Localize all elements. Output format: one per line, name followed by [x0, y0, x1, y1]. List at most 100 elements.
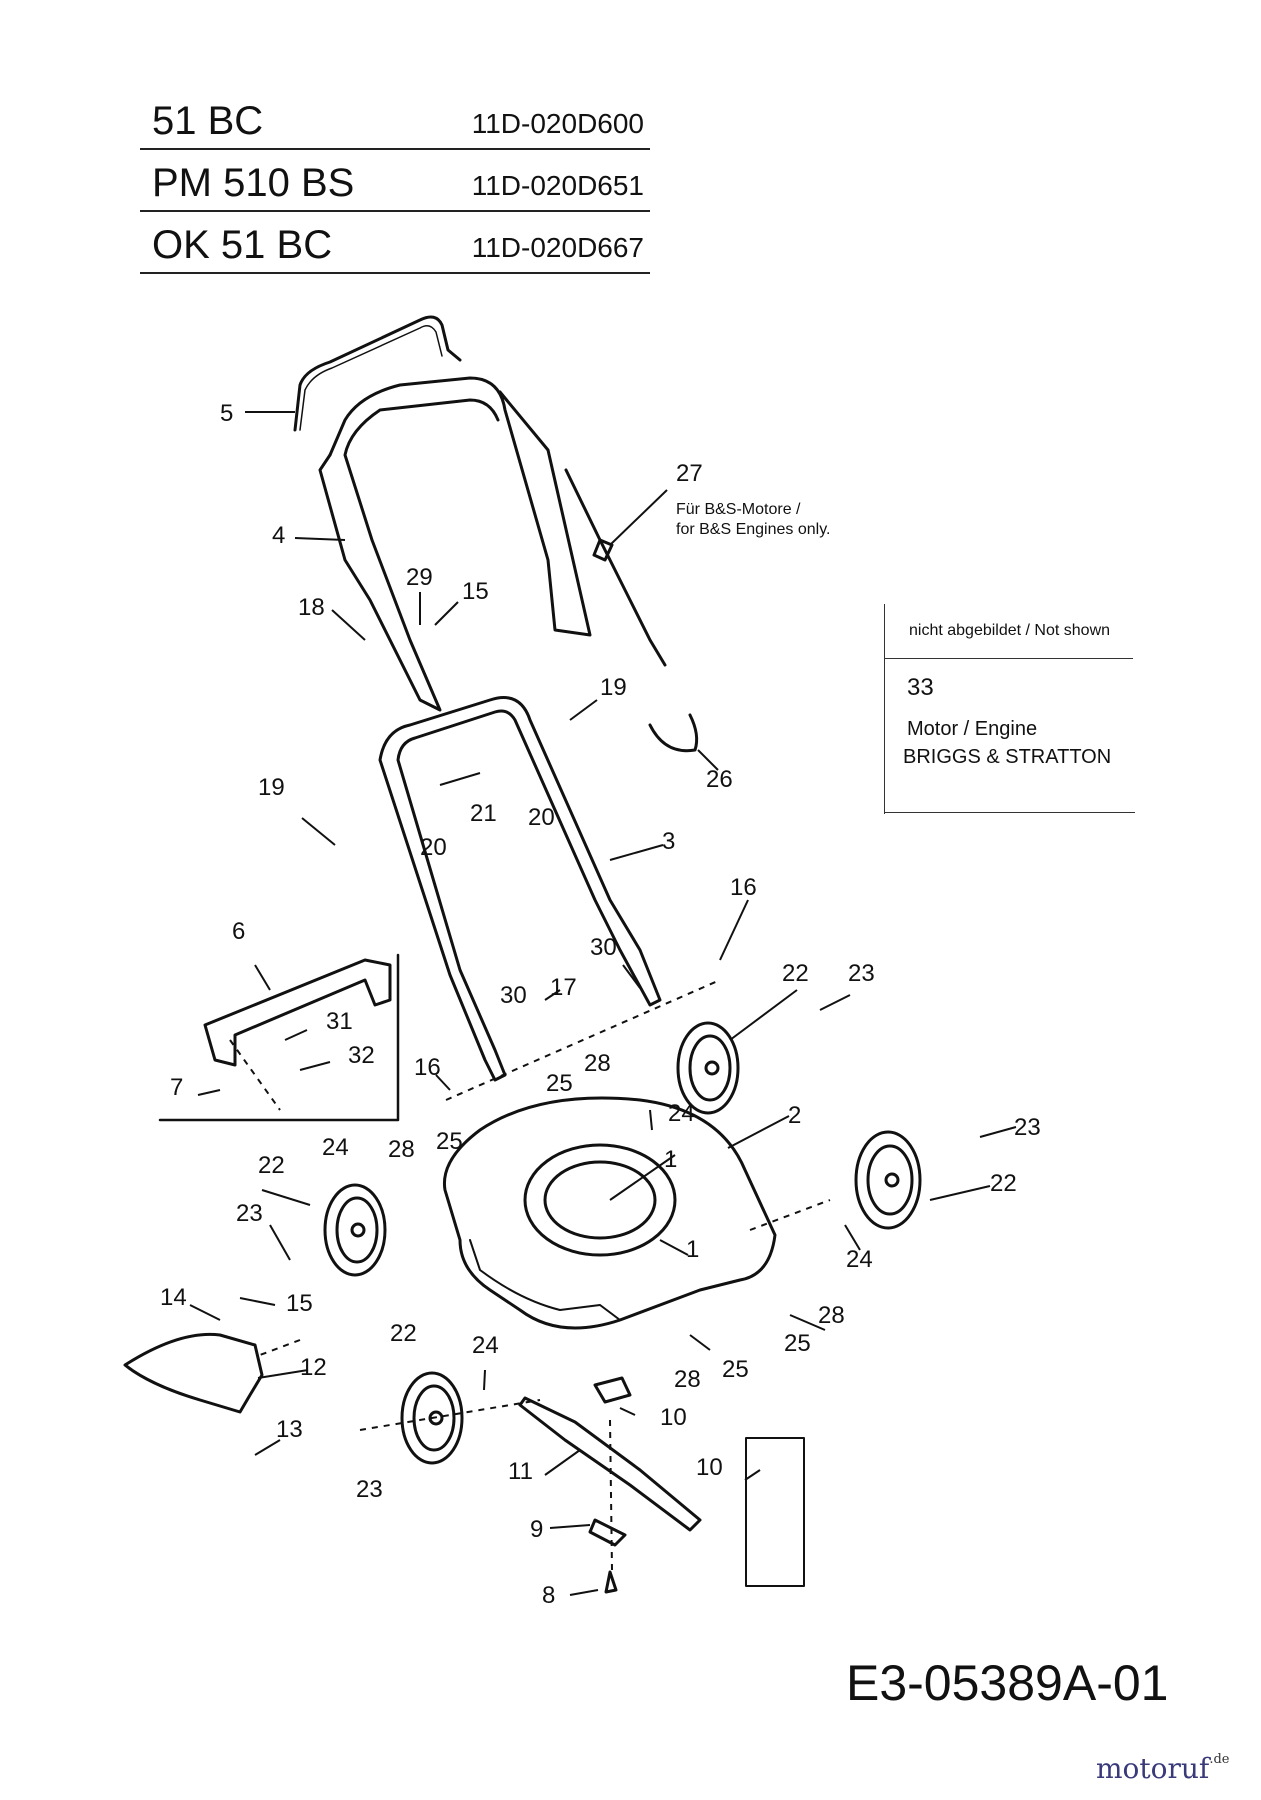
- leader-line: [929, 1185, 991, 1201]
- blade-washer: [588, 1518, 627, 1547]
- callout: 1: [686, 1236, 700, 1263]
- callout: 30: [500, 982, 527, 1009]
- not-shown-brand: BRIGGS & STRATTON: [903, 746, 1112, 768]
- callout: 23: [356, 1476, 383, 1503]
- callout: 25: [546, 1070, 573, 1097]
- wheel: [854, 1130, 922, 1230]
- leader-line: [269, 1224, 291, 1261]
- callout: 3: [662, 828, 676, 855]
- callout: 23: [236, 1200, 263, 1227]
- callout: 28: [818, 1302, 845, 1329]
- leader-line: [301, 817, 336, 846]
- model-row: PM 510 BS 11D-020D651: [140, 150, 650, 212]
- model-code: 11D-020D600: [471, 108, 644, 139]
- not-shown-header: nicht abgebildet / Not shown: [909, 622, 1111, 639]
- throttle-cable: [564, 468, 667, 667]
- deck-dome: [523, 1143, 677, 1257]
- callout: 17: [550, 974, 577, 1001]
- divider: [885, 658, 1133, 659]
- leader-line: [254, 964, 271, 991]
- leader-line: [719, 899, 749, 961]
- control-bar: [299, 325, 443, 431]
- callout: 21: [470, 800, 497, 827]
- callout: 26: [706, 766, 733, 793]
- leader-line: [284, 1029, 308, 1041]
- assembly-line: [359, 1399, 541, 1431]
- model-row: OK 51 BC 11D-020D667: [140, 212, 650, 274]
- leader-line: [434, 601, 459, 626]
- callout: 20: [528, 804, 555, 831]
- model-table: 51 BC 11D-020D600 PM 510 BS 11D-020D651 …: [140, 88, 650, 274]
- blade-bolt: [604, 1570, 618, 1594]
- leader-line: [609, 1154, 676, 1201]
- leader-line: [261, 1189, 311, 1206]
- blade-adapter: [593, 1376, 632, 1404]
- leader-line: [549, 1524, 591, 1529]
- callout: 23: [1014, 1114, 1041, 1141]
- assembly-line: [749, 1199, 831, 1231]
- leader-line: [609, 844, 664, 861]
- leader-line: [483, 1369, 486, 1391]
- leader-line: [979, 1126, 1017, 1138]
- callout: 19: [258, 774, 285, 801]
- callout: 27: [676, 460, 703, 487]
- callout: 14: [160, 1284, 187, 1311]
- leader-line: [727, 1115, 790, 1149]
- leader-line: [239, 1297, 276, 1306]
- bracket-frame: [158, 953, 400, 1122]
- rear-flap-bracket: [203, 958, 392, 1067]
- model-name: PM 510 BS: [152, 161, 355, 205]
- callout: 31: [326, 1008, 353, 1035]
- assembly-line: [229, 1039, 281, 1111]
- callout: 11: [508, 1458, 533, 1485]
- callout: 7: [170, 1074, 184, 1101]
- mower-deck: [442, 1096, 777, 1330]
- logo-text: motoruf: [1096, 1752, 1210, 1785]
- throttle-cable: [592, 538, 614, 562]
- leader-line: [789, 1314, 826, 1331]
- rear-flap: [123, 1332, 264, 1414]
- leader-line: [569, 1589, 599, 1596]
- deck-dome-inner: [543, 1160, 657, 1240]
- upper-handle: [318, 398, 500, 712]
- callout: 12: [300, 1354, 327, 1381]
- model-code: 11D-020D667: [471, 232, 644, 263]
- callout: 13: [276, 1416, 303, 1443]
- leader-line: [439, 772, 481, 786]
- callout: 25: [436, 1128, 463, 1155]
- model-name: OK 51 BC: [152, 223, 333, 267]
- leader-line: [609, 489, 668, 546]
- deck-skirt: [469, 1239, 621, 1321]
- lower-handle: [378, 696, 662, 1082]
- upper-handle: [328, 376, 592, 637]
- assembly-line: [259, 1339, 301, 1356]
- not-shown-engine-label: Motor / Engine: [907, 718, 1038, 740]
- wheel: [676, 1021, 740, 1115]
- callout: 24: [668, 1100, 695, 1127]
- callout: 25: [722, 1356, 749, 1383]
- callout: 28: [674, 1366, 701, 1393]
- callout: 28: [584, 1050, 611, 1077]
- callout: 1: [664, 1146, 678, 1173]
- leader-line: [844, 1224, 861, 1251]
- leader-line: [189, 1304, 221, 1321]
- leader-line: [435, 1074, 451, 1091]
- leader-line: [294, 537, 346, 541]
- callout: 25: [784, 1330, 811, 1357]
- leader-line: [254, 1439, 281, 1456]
- callout: 6: [232, 918, 246, 945]
- callout: 20: [420, 834, 447, 861]
- callout: 24: [846, 1246, 873, 1273]
- wheel: [400, 1371, 464, 1465]
- callout: 22: [782, 960, 809, 987]
- callout: 32: [348, 1042, 375, 1069]
- model-code: 11D-020D651: [471, 170, 644, 201]
- callout: 15: [286, 1290, 313, 1317]
- bs-engine-note: Für B&S-Motore / for B&S Engines only.: [676, 500, 830, 540]
- callout: 16: [414, 1054, 441, 1081]
- not-shown-box: nicht abgebildet / Not shown 33 Motor / …: [884, 604, 1135, 814]
- callout: 5: [220, 400, 234, 427]
- logo-suffix: .de: [1209, 1752, 1230, 1767]
- leader-line: [729, 989, 798, 1041]
